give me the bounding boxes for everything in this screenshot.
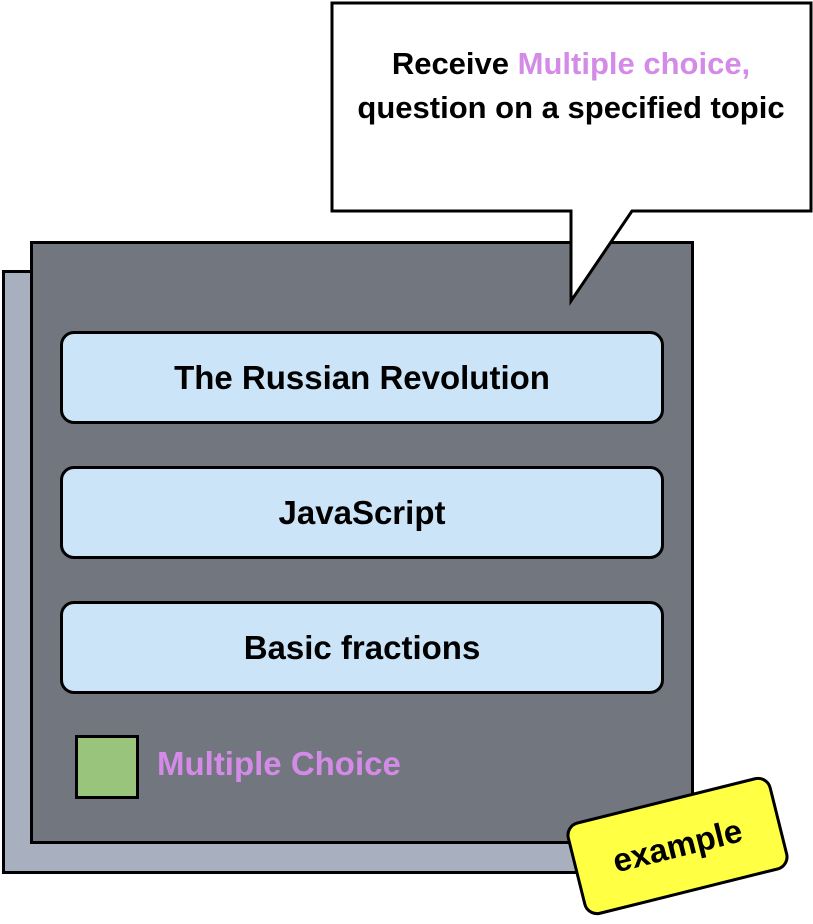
legend-label: Multiple Choice [157,745,401,782]
legend-swatch [75,735,139,799]
example-tag-label: example [608,811,746,880]
callout-text-part2: question on a specified topic [357,90,785,125]
callout-text-part1: Receive [391,46,518,81]
callout-bubble-shape [330,1,813,306]
callout-text: Receive Multiple choice, question on a s… [345,42,797,130]
callout-highlight: Multiple choice, [517,46,751,81]
topic-button-russian-revolution[interactable]: The Russian Revolution [60,331,664,424]
topic-button-javascript[interactable]: JavaScript [60,466,664,559]
callout-bubble [330,1,813,306]
topic-button-basic-fractions[interactable]: Basic fractions [60,601,664,694]
